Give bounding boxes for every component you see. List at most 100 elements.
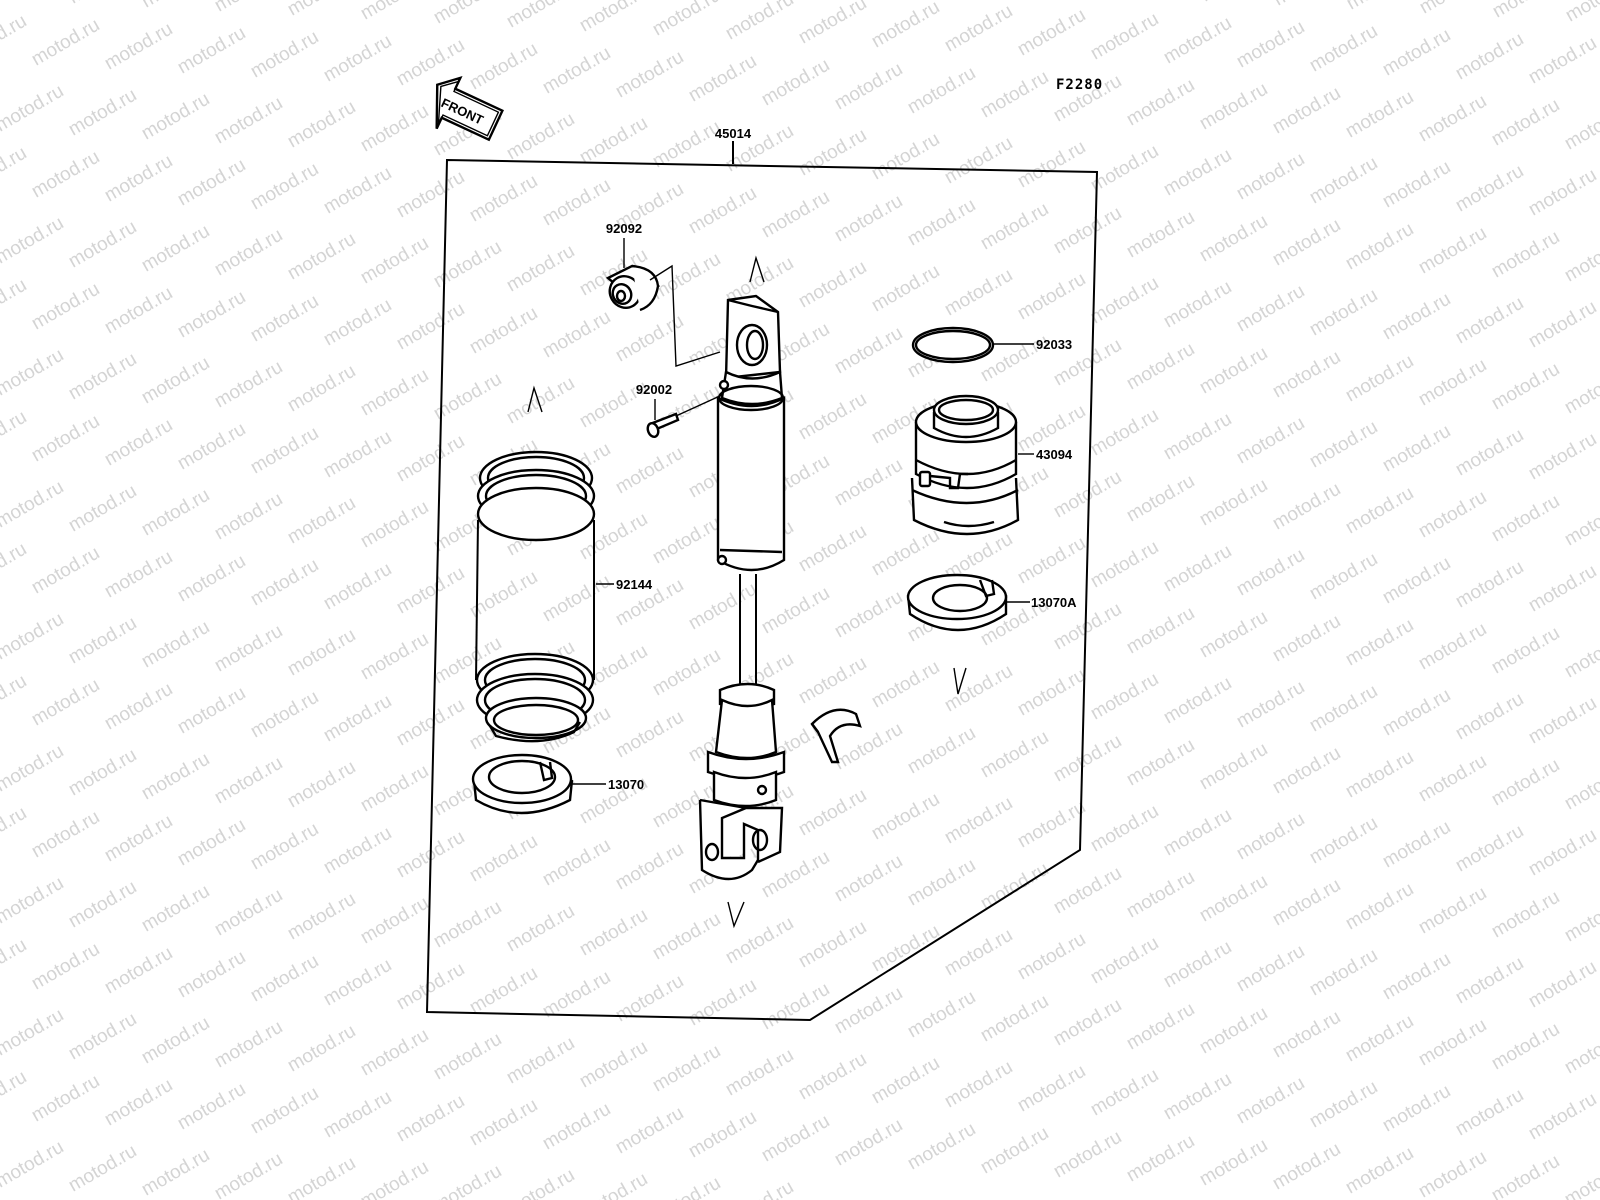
watermark-text: motod.ru xyxy=(247,159,322,215)
label-92144: 92144 xyxy=(616,577,653,592)
watermark-text: motod.ru xyxy=(28,939,103,995)
watermark-text: motod.ru xyxy=(941,1057,1016,1113)
watermark-text: motod.ru xyxy=(284,0,359,20)
watermark-text: motod.ru xyxy=(1269,83,1344,139)
label-92092: 92092 xyxy=(606,221,642,236)
watermark-text: motod.ru xyxy=(1233,17,1308,73)
watermark-text: motod.ru xyxy=(1379,817,1454,873)
watermark-text: motod.ru xyxy=(1050,203,1125,259)
watermark-text: motod.ru xyxy=(0,345,67,401)
watermark-text: motod.ru xyxy=(1561,495,1600,551)
watermark-text: motod.ru xyxy=(101,151,176,207)
watermark-text: motod.ru xyxy=(503,0,578,32)
watermark-text: motod.ru xyxy=(1379,1081,1454,1137)
watermark-text: motod.ru xyxy=(649,1041,724,1097)
watermark-text: motod.ru xyxy=(1050,863,1125,919)
watermark-text: motod.ru xyxy=(868,525,943,581)
watermark-text: motod.ru xyxy=(138,617,213,673)
watermark-text: motod.ru xyxy=(795,785,870,841)
watermark-text: motod.ru xyxy=(539,571,614,627)
watermark-text: motod.ru xyxy=(831,455,906,511)
diagram-code: F2280 xyxy=(1056,77,1103,93)
watermark-text: motod.ru xyxy=(977,67,1052,123)
watermark-text: motod.ru xyxy=(284,493,359,549)
watermark-text: motod.ru xyxy=(576,0,651,36)
watermark-text: motod.ru xyxy=(466,171,541,227)
watermark-text: motod.ru xyxy=(722,0,797,44)
watermark-text: motod.ru xyxy=(1306,21,1381,77)
watermark-text: motod.ru xyxy=(211,1017,286,1073)
watermark-text: motod.ru xyxy=(1525,297,1600,353)
watermark-text: motod.ru xyxy=(1452,29,1527,85)
watermark-text: motod.ru xyxy=(685,1107,760,1163)
watermark-text: motod.ru xyxy=(1197,0,1272,6)
watermark-text: motod.ru xyxy=(1160,409,1235,465)
watermark-text: motod.ru xyxy=(247,951,322,1007)
watermark-text: motod.ru xyxy=(174,947,249,1003)
watermark-text: motod.ru xyxy=(868,789,943,845)
shock-damper xyxy=(698,255,786,929)
watermark-text: motod.ru xyxy=(65,0,140,8)
watermark-text: motod.ru xyxy=(320,427,395,483)
watermark-text: motod.ru xyxy=(868,657,943,713)
watermark-text: motod.ru xyxy=(1306,681,1381,737)
watermark-text: motod.ru xyxy=(1269,347,1344,403)
watermark-text: motod.ru xyxy=(357,233,432,289)
watermark-text: motod.ru xyxy=(941,661,1016,717)
watermark-text: motod.ru xyxy=(576,1037,651,1093)
watermark-text: motod.ru xyxy=(174,683,249,739)
watermark-text: motod.ru xyxy=(1087,801,1162,857)
watermark-text: motod.ru xyxy=(795,389,870,445)
watermark-text: motod.ru xyxy=(320,559,395,615)
watermark-text: motod.ru xyxy=(1488,1151,1563,1200)
watermark-text: motod.ru xyxy=(0,81,67,137)
watermark-text: motod.ru xyxy=(1415,1147,1490,1200)
watermark-text: motod.ru xyxy=(1196,607,1271,663)
watermark-text: motod.ru xyxy=(977,1123,1052,1179)
watermark-text: motod.ru xyxy=(393,695,468,751)
label-45014: 45014 xyxy=(715,126,752,141)
watermark-text: motod.ru xyxy=(1561,627,1600,683)
watermark-text: motod.ru xyxy=(941,925,1016,981)
watermark-text: motod.ru xyxy=(1525,429,1600,485)
watermark-text: motod.ru xyxy=(904,855,979,911)
watermark-text: motod.ru xyxy=(1488,887,1563,943)
watermark-text: motod.ru xyxy=(868,1053,943,1109)
watermark-text: motod.ru xyxy=(868,0,943,52)
watermark-text: motod.ru xyxy=(138,749,213,805)
watermark-text: motod.ru xyxy=(357,497,432,553)
watermark-text: motod.ru xyxy=(466,831,541,887)
watermark-text: motod.ru xyxy=(1087,9,1162,65)
watermark-text: motod.ru xyxy=(174,1079,249,1135)
watermark-text: motod.ru xyxy=(539,175,614,231)
bolt-92002 xyxy=(646,394,723,438)
watermark-text: motod.ru xyxy=(357,761,432,817)
watermark-text: motod.ru xyxy=(65,217,140,273)
watermark-text: motod.ru xyxy=(320,163,395,219)
watermark-text: motod.ru xyxy=(0,407,30,463)
watermark-text: motod.ru xyxy=(357,365,432,421)
watermark-text: motod.ru xyxy=(1488,623,1563,679)
watermark-text: motod.ru xyxy=(1014,797,1089,853)
watermark-text: motod.ru xyxy=(211,489,286,545)
watermark-text: motod.ru xyxy=(393,959,468,1015)
watermark-text: motod.ru xyxy=(0,143,30,199)
watermark-text: motod.ru xyxy=(65,1009,140,1065)
watermark-text: motod.ru xyxy=(357,893,432,949)
watermark-text: motod.ru xyxy=(0,0,67,4)
watermark-text: motod.ru xyxy=(1196,739,1271,795)
watermark-text: motod.ru xyxy=(211,225,286,281)
watermark-text: motod.ru xyxy=(28,807,103,863)
watermark-text: motod.ru xyxy=(0,539,30,595)
front-arrow-icon: FRONT xyxy=(435,75,504,142)
watermark-text: motod.ru xyxy=(649,645,724,701)
watermark-text: motod.ru xyxy=(1160,145,1235,201)
direction-mark-left xyxy=(527,385,543,413)
watermark-text: motod.ru xyxy=(1525,561,1600,617)
watermark-text: motod.ru xyxy=(795,257,870,313)
watermark-text: motod.ru xyxy=(174,815,249,871)
watermark-text: motod.ru xyxy=(101,547,176,603)
watermark-text: motod.ru xyxy=(211,753,286,809)
watermark-text: motod.ru xyxy=(1014,137,1089,193)
watermark-text: motod.ru xyxy=(1269,611,1344,667)
